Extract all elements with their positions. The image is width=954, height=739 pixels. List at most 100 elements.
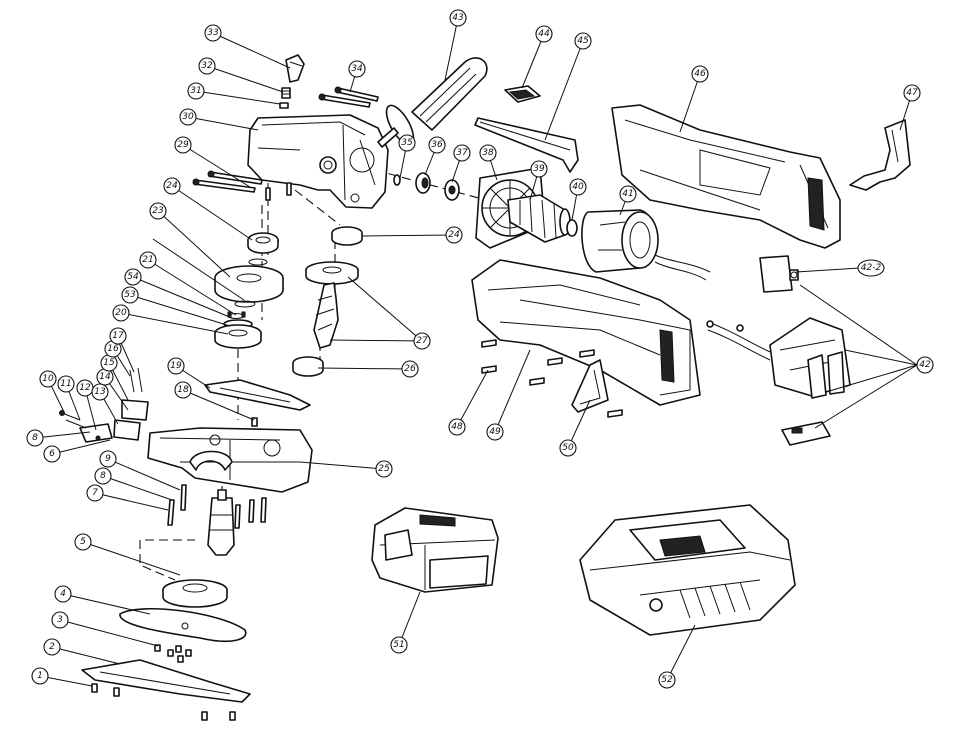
callout-49: 49 [486,423,504,441]
bearing-part-20 [214,324,262,349]
bevel-gear-part-23 [214,265,284,303]
callout-label: 44 [538,29,550,39]
callout-label: 33 [207,28,219,38]
bearing-part-24-right [331,226,363,246]
guard-lever-parts-10-17 [59,367,149,443]
screws-part-3 [154,644,192,663]
callout-26: 26 [401,360,419,378]
callout-label: 49 [489,427,501,437]
callout-label: 38 [482,148,494,158]
callout-label: 53 [124,290,136,300]
callout-8-left: 8 [26,429,44,447]
callout-12: 12 [76,379,94,397]
bracket-part-50 [571,359,609,413]
callout-8: 8 [94,467,112,485]
callout-label: 48 [451,422,463,432]
callout-42-2: 42-2 [857,259,885,277]
callout-53: 53 [121,286,139,304]
charger-part-52 [579,504,796,636]
callout-label: 3 [57,615,63,625]
callout-label: 41 [622,189,633,199]
housing-half-part-46 [611,104,841,249]
callout-29: 29 [174,136,192,154]
callout-label: 5 [80,537,86,547]
callout-43: 43 [449,9,467,27]
callout-label: 24 [448,230,460,240]
callout-20: 20 [112,304,130,322]
callout-label: 37 [456,148,468,158]
callout-label: 31 [190,86,201,96]
callout-label: 13 [94,387,106,397]
callout-13: 13 [91,383,109,401]
callout-34: 34 [348,60,366,78]
battery-pack-part-51 [371,507,499,593]
callout-label: 50 [562,443,574,453]
callout-label: 47 [906,88,918,98]
callout-44: 44 [535,25,553,43]
gear-housing-part-30 [247,114,389,209]
callout-label: 35 [401,138,413,148]
callout-51: 51 [390,636,408,654]
callout-11: 11 [57,375,75,393]
callout-label: 15 [103,358,115,368]
callout-18: 18 [174,381,192,399]
callout-label: 20 [115,308,127,318]
callout-31: 31 [187,82,205,100]
callout-37: 37 [453,144,471,162]
callout-45: 45 [574,32,592,50]
callout-27: 27 [413,332,431,350]
callout-label: 36 [431,140,443,150]
callout-24-right: 24 [445,226,463,244]
callout-label: 1 [37,671,43,681]
callout-52: 52 [658,671,676,689]
connector-part-42-2 [759,255,799,293]
callout-35: 35 [398,134,416,152]
screws-part-1 [91,683,236,721]
screws-part-34 [318,86,379,108]
callout-label: 54 [127,272,139,282]
callout-label: 16 [107,344,119,354]
callout-label: 25 [378,464,390,474]
bracket-part-47 [849,119,911,191]
lower-housing-part-25 [147,427,313,493]
washer [248,258,268,266]
callout-24-left: 24 [163,177,181,195]
callout-21: 21 [139,251,157,269]
callout-15: 15 [100,354,118,372]
gasket-part-19 [204,379,311,411]
callout-label: 14 [99,372,111,382]
callout-16: 16 [104,340,122,358]
callout-label: 51 [393,640,404,650]
callout-47: 47 [903,84,921,102]
callout-4: 4 [54,585,72,603]
callout-2: 2 [43,638,61,656]
stator-part-41 [581,209,711,281]
pinion-gear-part-27 [305,261,359,349]
callout-label: 27 [416,336,428,346]
callout-label: 10 [42,374,54,384]
callout-19: 19 [167,357,185,375]
callout-14: 14 [96,368,114,386]
callout-label: 43 [452,13,464,23]
callout-label: 17 [112,331,124,341]
callout-label: 39 [533,164,545,174]
callout-label: 52 [661,675,673,685]
callout-label: 7 [92,488,98,498]
callout-label: 9 [105,454,111,464]
callout-label: 8 [32,433,38,443]
callout-label: 42-2 [861,263,882,273]
pin-part-18 [251,417,258,427]
callout-label: 45 [577,36,589,46]
callout-label: 6 [49,449,55,459]
callout-label: 34 [351,64,363,74]
callout-label: 24 [166,181,178,191]
bearing-part-40 [566,219,578,237]
callout-54: 54 [124,268,142,286]
callout-label: 2 [49,642,55,652]
callout-label: 23 [152,206,164,216]
callout-38: 38 [479,144,497,162]
callout-33: 33 [204,24,222,42]
callout-label: 11 [60,379,71,389]
screws-part-48 [481,339,623,418]
